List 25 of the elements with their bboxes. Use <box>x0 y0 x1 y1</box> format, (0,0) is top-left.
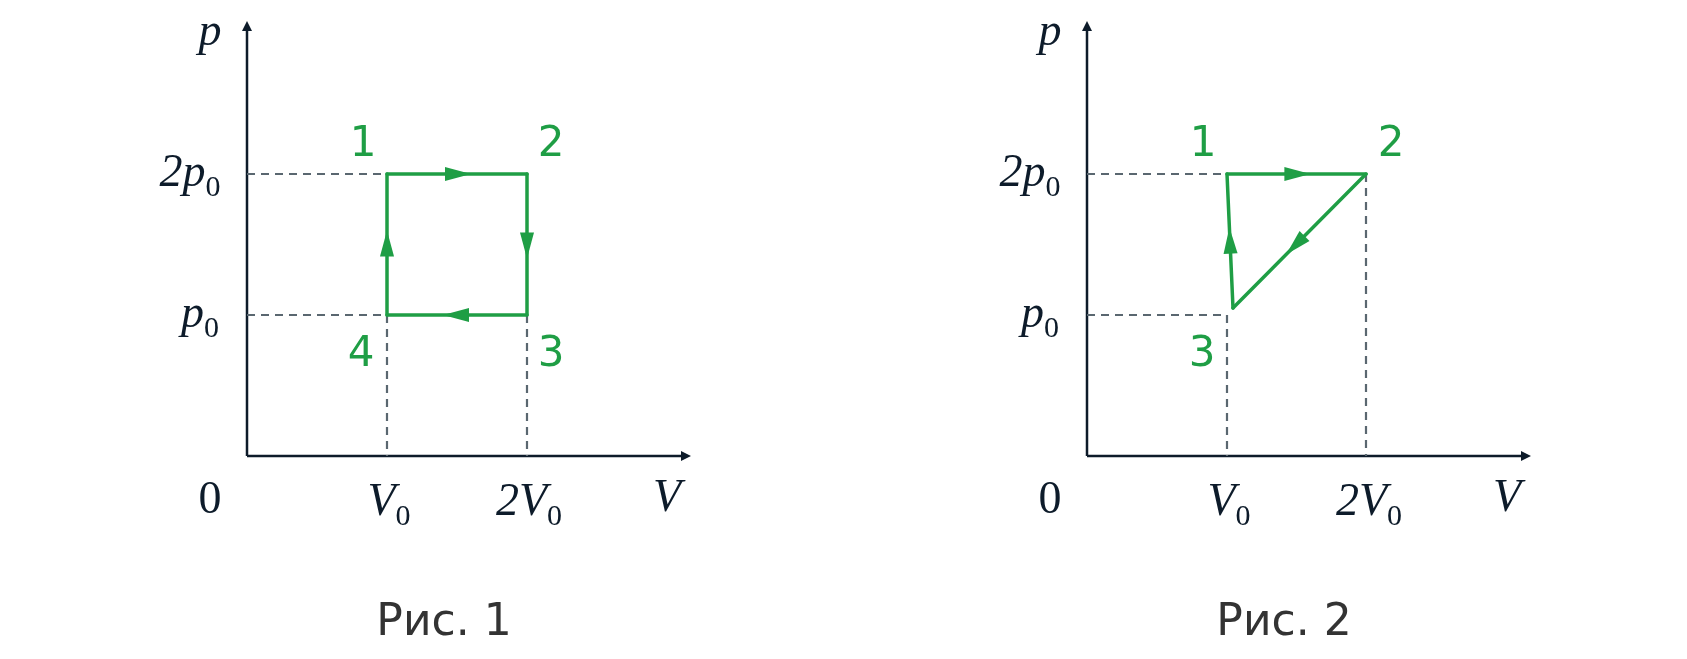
point-label: 4 <box>347 331 375 373</box>
process-arrow <box>1225 167 1368 181</box>
tick-label: 0 <box>1038 475 1062 521</box>
axis-label: p <box>198 7 222 53</box>
tick-label: V$_{0}$ <box>1207 476 1251 530</box>
tick-label: 0 <box>198 475 222 521</box>
point-label: 1 <box>349 121 377 163</box>
process-arrow <box>520 172 534 317</box>
process-arrow <box>1223 172 1238 310</box>
tick-label: 2V$_{0}$ <box>495 476 563 530</box>
tick-label: 2p$_{0}$ <box>159 147 221 201</box>
point-label: 3 <box>537 331 565 373</box>
tick-label: 2p$_{0}$ <box>999 147 1061 201</box>
process-arrow <box>385 308 529 322</box>
figure-caption: Рис. 2 <box>1216 598 1352 642</box>
process-arrow <box>380 172 394 317</box>
figure-caption: Рис. 1 <box>376 598 512 642</box>
tick-label: 2V$_{0}$ <box>1335 476 1403 530</box>
tick-label: V$_{0}$ <box>367 476 411 530</box>
point-label: 1 <box>1189 121 1217 163</box>
process-arrow <box>385 167 529 181</box>
point-label: 2 <box>537 121 565 163</box>
point-label: 2 <box>1377 121 1405 163</box>
point-label: 3 <box>1188 331 1216 373</box>
axis-label: p <box>1038 7 1062 53</box>
